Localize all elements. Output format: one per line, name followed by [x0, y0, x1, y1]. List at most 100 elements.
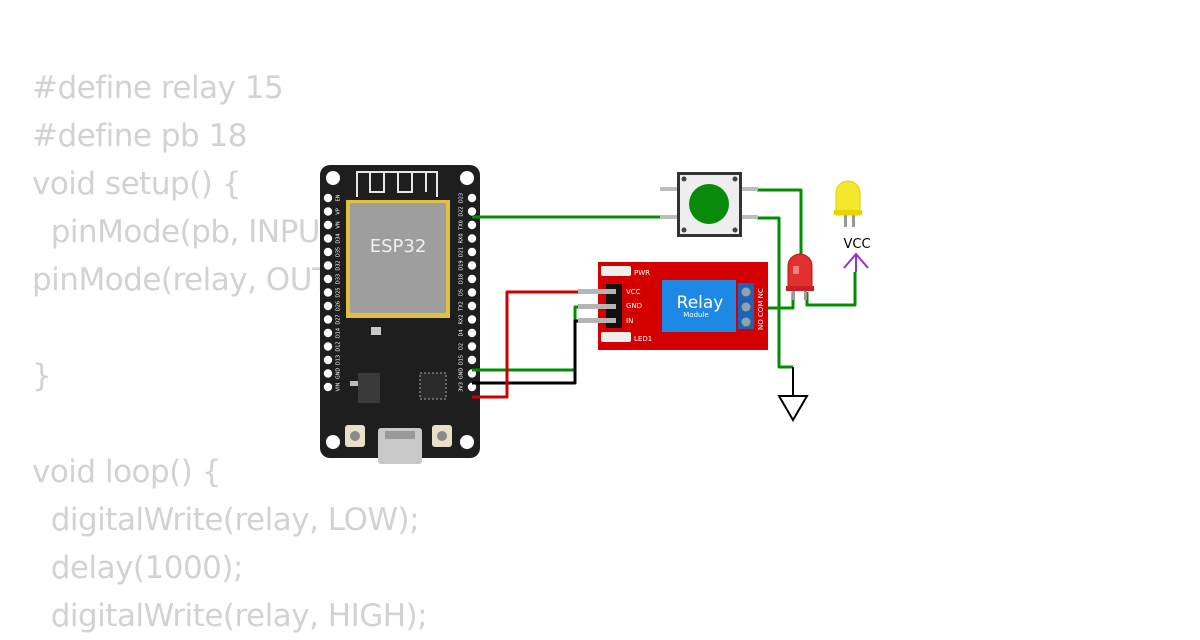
- esp32-pin-label-right: D22: [459, 206, 465, 216]
- esp32-pin-hole[interactable]: [323, 247, 333, 257]
- esp32-pin-hole[interactable]: [323, 220, 333, 230]
- relay-title: Relay: [677, 293, 724, 313]
- esp32-pin-hole[interactable]: [323, 342, 333, 351]
- relay-pin-label: GND: [626, 302, 642, 310]
- esp32-pin-label-right: D4: [459, 329, 465, 336]
- esp32-pin-hole[interactable]: [323, 301, 333, 311]
- esp32-pin-label-left: D33: [336, 274, 342, 284]
- esp32-pin-label-right: D18: [459, 274, 465, 284]
- esp32-pin-label-left: D13: [336, 355, 342, 365]
- esp32-pin-hole[interactable]: [467, 234, 477, 243]
- wire-d15-to-relay-in: [472, 305, 606, 372]
- esp32-pin-hole[interactable]: [323, 382, 333, 392]
- button-cap[interactable]: [689, 184, 729, 224]
- relay-pin-label: VCC: [626, 288, 641, 296]
- ground-icon: [777, 367, 809, 422]
- esp32-board[interactable]: ESP32 ENVPVND34D35D32D33D25D26D27D14D12D…: [320, 165, 480, 464]
- esp32-pin-label-left: D26: [336, 301, 342, 311]
- esp32-pin-label-left: GND: [336, 368, 342, 380]
- esp32-pin-hole[interactable]: [467, 274, 477, 284]
- esp32-pin-label-left: D35: [336, 247, 342, 257]
- esp32-pin-label-left: D32: [336, 260, 342, 270]
- esp32-pin-hole[interactable]: [467, 247, 477, 257]
- esp32-pin-hole[interactable]: [467, 342, 477, 351]
- relay-pin-label: IN: [626, 317, 633, 325]
- code-line: pinMode(pb, INPUT: [32, 214, 339, 250]
- esp32-pin-hole[interactable]: [467, 315, 477, 324]
- pwr-label: PWR: [634, 269, 650, 277]
- esp32-pin-label-left: VN: [336, 221, 342, 228]
- code-line: }: [32, 358, 52, 394]
- esp32-pin-hole[interactable]: [323, 315, 333, 324]
- led1-label: LED1: [634, 335, 652, 343]
- esp32-pin-hole[interactable]: [467, 355, 477, 365]
- esp32-pin-hole[interactable]: [467, 261, 477, 270]
- code-line: #define pb 18: [32, 118, 247, 154]
- esp32-pin-label-right: D5: [459, 289, 465, 296]
- esp32-pin-label-right: RX2: [459, 314, 465, 324]
- esp32-pin-label-left: D34: [336, 233, 342, 243]
- pwr-led: [601, 266, 631, 276]
- esp32-pin-hole[interactable]: [323, 328, 333, 338]
- terminal-labels: NO COM NC: [757, 288, 765, 330]
- esp32-pin-label-left: VIN: [336, 382, 342, 391]
- esp32-pin-label-right: D15: [459, 355, 465, 365]
- esp32-pin-label-left: D25: [336, 287, 342, 297]
- esp32-pin-label-left: D27: [336, 314, 342, 324]
- esp32-label: ESP32: [370, 236, 427, 257]
- vcc-arrow-icon: [843, 252, 869, 272]
- wire-3v3-to-relay-vcc: [472, 290, 606, 399]
- esp32-pin-label-right: D21: [459, 247, 465, 257]
- esp32-pin-hole[interactable]: [323, 261, 333, 270]
- esp32-pin-hole[interactable]: [323, 234, 333, 243]
- esp32-pin-label-right: D23: [459, 193, 465, 203]
- wire-button-to-led: [757, 188, 803, 254]
- esp32-pin-hole[interactable]: [467, 193, 477, 203]
- esp32-pin-label-right: D2: [459, 343, 465, 350]
- esp32-pin-hole[interactable]: [323, 355, 333, 365]
- vcc-label: VCC: [843, 237, 870, 252]
- esp32-pin-label-right: GND: [459, 368, 465, 380]
- esp32-pin-hole[interactable]: [467, 207, 477, 216]
- esp32-pin-hole[interactable]: [467, 301, 477, 311]
- code-editor-text: #define relay 15 #define pb 18 void setup(…: [32, 64, 428, 640]
- yellow-led[interactable]: [834, 180, 862, 227]
- relay-block: [662, 280, 736, 332]
- esp32-pin-hole[interactable]: [467, 288, 477, 297]
- wire-gnd-to-relay-gnd: [472, 319, 606, 385]
- code-line: digitalWrite(relay, LOW);: [32, 502, 420, 538]
- esp32-pin-hole[interactable]: [467, 382, 477, 392]
- esp32-chip: [350, 203, 446, 313]
- code-line: #define relay 15: [32, 70, 284, 106]
- pushbutton[interactable]: [660, 172, 758, 237]
- esp32-pin-header: ENVPVND34D35D32D33D25D26D27D14D12D13GNDV…: [323, 193, 477, 392]
- esp32-pin-label-left: D14: [336, 328, 342, 338]
- esp32-pin-label-right: TX2: [459, 301, 465, 312]
- wire-led-to-vcc: [805, 272, 857, 307]
- relay-module[interactable]: PWR LED1 VCC GND IN Relay Module NO COM …: [578, 262, 768, 350]
- esp32-pin-label-right: D19: [459, 260, 465, 270]
- voltage-regulator: [358, 373, 380, 403]
- led1-indicator: [601, 332, 631, 342]
- relay-subtitle: Module: [683, 311, 708, 319]
- esp32-pin-hole[interactable]: [467, 328, 477, 338]
- esp32-pin-label-right: RX0: [459, 233, 465, 243]
- esp32-pin-hole[interactable]: [323, 207, 333, 216]
- esp32-pin-hole[interactable]: [323, 288, 333, 297]
- esp32-pin-hole[interactable]: [323, 193, 333, 203]
- red-led[interactable]: [786, 253, 814, 300]
- esp32-pin-label-right: TX0: [459, 220, 465, 231]
- wire-button-to-ground: [757, 216, 793, 369]
- esp32-pin-hole[interactable]: [323, 369, 333, 378]
- code-line: delay(1000);: [32, 550, 244, 586]
- esp32-pin-hole[interactable]: [467, 220, 477, 230]
- usb-chip: [419, 372, 447, 400]
- esp32-pin-label-left: VP: [336, 208, 342, 214]
- antenna-trace: [356, 171, 438, 197]
- esp32-pin-label-right: 3V3: [459, 382, 465, 392]
- code-line: void loop() {: [32, 454, 221, 490]
- esp32-pin-hole[interactable]: [323, 274, 333, 284]
- code-line: digitalWrite(relay, HIGH);: [32, 598, 428, 634]
- code-line: void setup() {: [32, 166, 241, 202]
